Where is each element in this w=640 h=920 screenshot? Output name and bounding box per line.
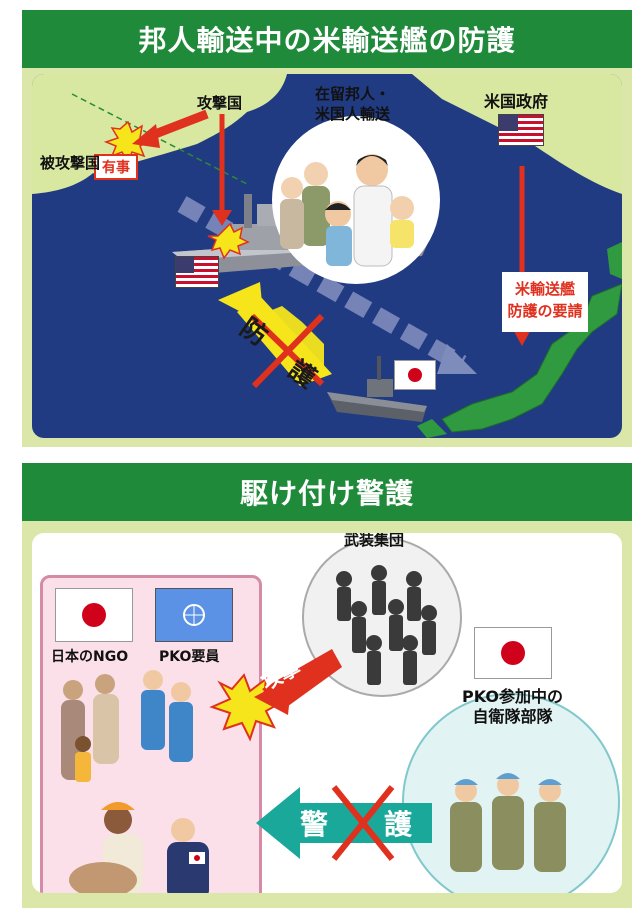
explosion-attack — [209, 673, 287, 742]
explosion-ship — [207, 222, 250, 260]
japan-land — [441, 283, 622, 433]
label-transport-line1: 在留邦人・ — [315, 85, 391, 103]
japan-kyushu — [417, 419, 447, 438]
japan-destroyer — [327, 356, 427, 422]
label-armed-group: 武装集団 — [344, 533, 405, 549]
escort-area: 日本のNGO PKO要員 — [32, 533, 622, 893]
guard-x-line2 — [331, 785, 395, 861]
armed-group-illustration — [336, 565, 437, 685]
attack-arrow — [148, 109, 209, 141]
label-yuji: 有事 — [94, 154, 138, 180]
us-flag-government — [498, 114, 544, 146]
label-sdf-line1: PKO参加中の — [462, 687, 564, 706]
border-line — [71, 93, 248, 185]
attack-arrow-head — [132, 124, 160, 148]
panel-us-transport-protection: 邦人輸送中の米輸送艦の防護 — [22, 10, 632, 447]
continent-land — [32, 74, 287, 178]
guard-graphic — [256, 785, 432, 861]
attack-arrow-ship-head — [212, 210, 232, 226]
label-request-line1: 米輸送艦 — [514, 280, 575, 298]
label-attacked: 被攻撃国 — [40, 154, 101, 172]
label-attacker: 攻撃国 — [197, 94, 243, 112]
explosion-attacked — [103, 120, 155, 164]
sdf-circle — [402, 693, 620, 893]
label-guard-2: 護 — [384, 808, 413, 841]
panel-rescue-escort: 駆け付け警護 日本のNGO PKO要員 — [22, 463, 632, 908]
attacked-country-land — [32, 160, 92, 194]
evacuees-illustration — [280, 154, 414, 267]
map-area: 有事 攻撃国 被攻撃国 在留邦人・ 米国人輸送 米国政府 米輸送艦 防護の要請 … — [32, 74, 622, 438]
guard-arrow-head — [256, 787, 300, 859]
evacuees-circle — [272, 116, 440, 284]
label-ngo: 日本のNGO — [51, 649, 129, 665]
label-transport: 在留邦人・ 米国人輸送 — [315, 84, 390, 124]
label-us-government: 米国政府 — [484, 92, 549, 111]
panel1-title: 邦人輸送中の米輸送艦の防護 — [22, 10, 632, 68]
un-emblem-icon — [183, 604, 205, 626]
route-arrow-head — [437, 344, 477, 374]
sdf-soldiers-illustration — [450, 773, 566, 872]
us-flag-ship — [175, 256, 219, 288]
protect-x-line2 — [251, 313, 325, 389]
attack-arrow-red-head — [254, 677, 292, 715]
japan-flag-ngo — [55, 588, 133, 642]
label-sdf-line2: 自衛隊部隊 — [472, 707, 553, 726]
panel2-title: 駆け付け警護 — [22, 463, 632, 521]
ngo-pko-box: 日本のNGO PKO要員 — [40, 575, 262, 893]
protect-arrow-body — [237, 296, 332, 386]
japan-flag-sdf — [474, 627, 552, 679]
japan-hokkaido — [607, 242, 622, 279]
label-sdf-unit: PKO参加中の 自衛隊部隊 — [462, 687, 563, 727]
un-flag — [155, 588, 233, 642]
ngo-people-illustration — [61, 670, 209, 893]
label-guard-1: 警 — [300, 808, 329, 841]
label-transport-line2: 米国人輸送 — [315, 105, 391, 123]
attack-graphic — [209, 649, 342, 742]
label-protection-request: 米輸送艦 防護の要請 — [502, 272, 588, 332]
japan-flag-destroyer — [394, 360, 436, 390]
label-request-line2: 防護の要請 — [507, 302, 583, 320]
label-pko: PKO要員 — [159, 649, 220, 665]
